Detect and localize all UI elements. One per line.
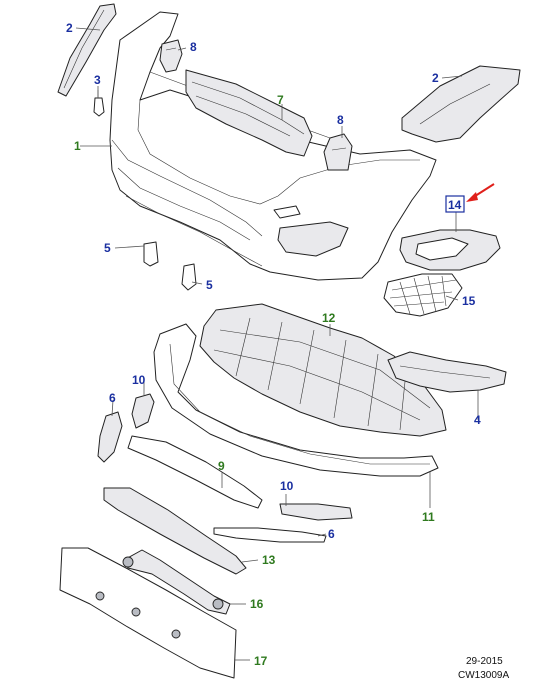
callout-11: 11 (422, 510, 435, 524)
part-13-lower-panel (103, 487, 247, 575)
part-5-clip-upper (143, 241, 159, 267)
part-6-bracket-right (213, 527, 327, 543)
callout-10-left: 10 (132, 373, 146, 387)
part-3-clip (93, 90, 105, 117)
part-7-upper-bracket (185, 69, 313, 157)
part-10-clip-left (131, 393, 155, 429)
diagram-date: 29-2015 (466, 656, 503, 667)
callout-6-left: 6 (109, 391, 116, 405)
part-4-bracket (387, 351, 507, 393)
part-2-left-bracket (57, 3, 117, 97)
callout-9: 9 (218, 459, 225, 473)
callout-16: 16 (250, 597, 264, 611)
leader-lines (75, 27, 479, 661)
part-2-right-liner (401, 65, 521, 143)
diagram-code: CW13009A (458, 670, 509, 681)
callout-14-box (445, 195, 465, 213)
callout-3: 3 (94, 73, 101, 87)
part-6-bracket-left (97, 411, 123, 463)
callout-2-left: 2 (66, 21, 73, 35)
callout-14: 14 (448, 198, 462, 212)
highlight-arrow (466, 183, 495, 202)
callout-5-lower: 5 (206, 278, 213, 292)
callout-2-right: 2 (432, 71, 439, 85)
part-12-undertray (199, 303, 447, 437)
callout-13: 13 (262, 553, 276, 567)
callout-5-upper: 5 (104, 241, 111, 255)
callout-labels: 1 2 2 3 4 5 5 6 6 7 8 8 9 10 10 11 12 13… (66, 21, 481, 668)
callout-7: 7 (277, 93, 284, 107)
callout-4: 4 (474, 413, 481, 427)
part-9-trim-strip (127, 435, 263, 509)
part-10-clip-right (279, 503, 353, 521)
callout-8-lower: 8 (337, 113, 344, 127)
callout-1: 1 (74, 139, 81, 153)
part-15-mesh-grille (383, 273, 463, 317)
callout-6-right: 6 (328, 527, 335, 541)
part-8-deflector (323, 133, 353, 171)
callout-15: 15 (462, 294, 476, 308)
part-5-clip-lower (181, 263, 197, 291)
callout-10-right: 10 (280, 479, 294, 493)
part-14-fog-lamp-surround (399, 229, 501, 271)
callout-8-upper: 8 (190, 40, 197, 54)
callout-12: 12 (322, 311, 336, 325)
part-8-upper-bracket (159, 39, 183, 73)
part-11-lower-trim (153, 323, 439, 477)
callout-17: 17 (254, 654, 268, 668)
part-17-plate-panel (59, 547, 237, 679)
part-16-absorber (122, 549, 231, 615)
